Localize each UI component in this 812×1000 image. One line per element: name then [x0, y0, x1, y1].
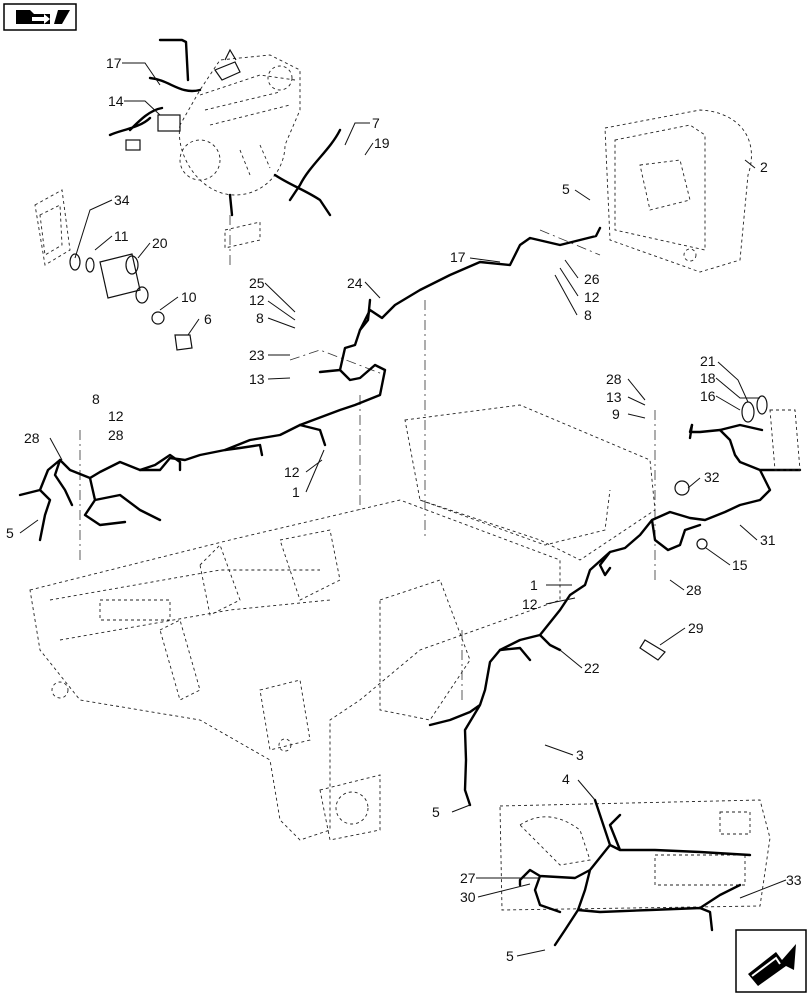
callout-12a: 12: [584, 289, 600, 305]
callout-1a: 1: [292, 484, 300, 500]
callout-15: 15: [732, 557, 748, 573]
right-front-harness: [428, 423, 802, 807]
mount-bracket-assembly: [34, 189, 193, 351]
callout-28b: 28: [108, 427, 124, 443]
next-page-arrow-icon[interactable]: [735, 929, 807, 993]
callout-30: 30: [460, 889, 476, 905]
callout-22: 22: [584, 660, 600, 676]
callout-34: 34: [114, 192, 130, 208]
callout-5c: 5: [432, 804, 440, 820]
cab-floor-inset: [499, 799, 771, 911]
callout-12b: 12: [249, 292, 265, 308]
callout-10: 10: [181, 289, 197, 305]
callout-17b: 17: [450, 249, 466, 265]
callout-12e: 12: [522, 596, 538, 612]
callout-31: 31: [760, 532, 776, 548]
leader-lines: [19, 62, 787, 957]
callouts: 17 14 7 19 2 5 34 11 20 10 6 17 24 26 12…: [6, 55, 802, 964]
callout-17a: 17: [106, 55, 122, 71]
callout-18: 18: [700, 370, 716, 386]
callout-24: 24: [347, 275, 363, 291]
callout-21: 21: [700, 353, 716, 369]
callout-32: 32: [704, 469, 720, 485]
engine-ecu: [157, 114, 181, 132]
cab-harness: [518, 798, 752, 947]
callout-33: 33: [786, 872, 802, 888]
callout-9: 9: [612, 406, 620, 422]
callout-8a: 8: [584, 307, 592, 323]
harness-branch: [18, 298, 372, 542]
battery-box: [604, 109, 752, 273]
callout-11: 11: [114, 228, 129, 244]
callout-13a: 13: [249, 371, 265, 387]
callout-27: 27: [460, 870, 476, 886]
callout-5a: 5: [562, 181, 570, 197]
callout-13b: 13: [606, 389, 622, 405]
callout-7: 7: [372, 115, 380, 131]
callout-6: 6: [204, 311, 212, 327]
callout-8c: 8: [92, 391, 100, 407]
callout-19: 19: [374, 135, 390, 151]
callout-26: 26: [584, 271, 600, 287]
callout-4: 4: [562, 771, 570, 787]
callout-12c: 12: [108, 408, 124, 424]
callout-28c: 28: [606, 371, 622, 387]
callout-16: 16: [700, 388, 716, 404]
callout-3: 3: [576, 747, 584, 763]
callout-2: 2: [760, 159, 768, 175]
callout-28d: 28: [686, 582, 702, 598]
callout-5b: 5: [6, 525, 14, 541]
callout-20: 20: [152, 235, 168, 251]
main-chassis-harness: [58, 226, 602, 480]
callout-25: 25: [249, 275, 265, 291]
harness-branch: [498, 423, 764, 662]
callout-5d: 5: [506, 948, 514, 964]
lamp-bracket-parts: [639, 395, 801, 661]
callout-23: 23: [249, 347, 265, 363]
callout-14: 14: [108, 93, 124, 109]
callout-1b: 1: [530, 577, 538, 593]
engine-assembly: [178, 48, 301, 196]
callout-12d: 12: [284, 464, 300, 480]
engine-harness: [108, 38, 342, 217]
callout-28a: 28: [24, 430, 40, 446]
book-navigation-icon[interactable]: [3, 3, 77, 31]
callout-8b: 8: [256, 310, 264, 326]
connector: [125, 139, 141, 151]
chassis-frame: [29, 404, 656, 841]
callout-29: 29: [688, 620, 704, 636]
